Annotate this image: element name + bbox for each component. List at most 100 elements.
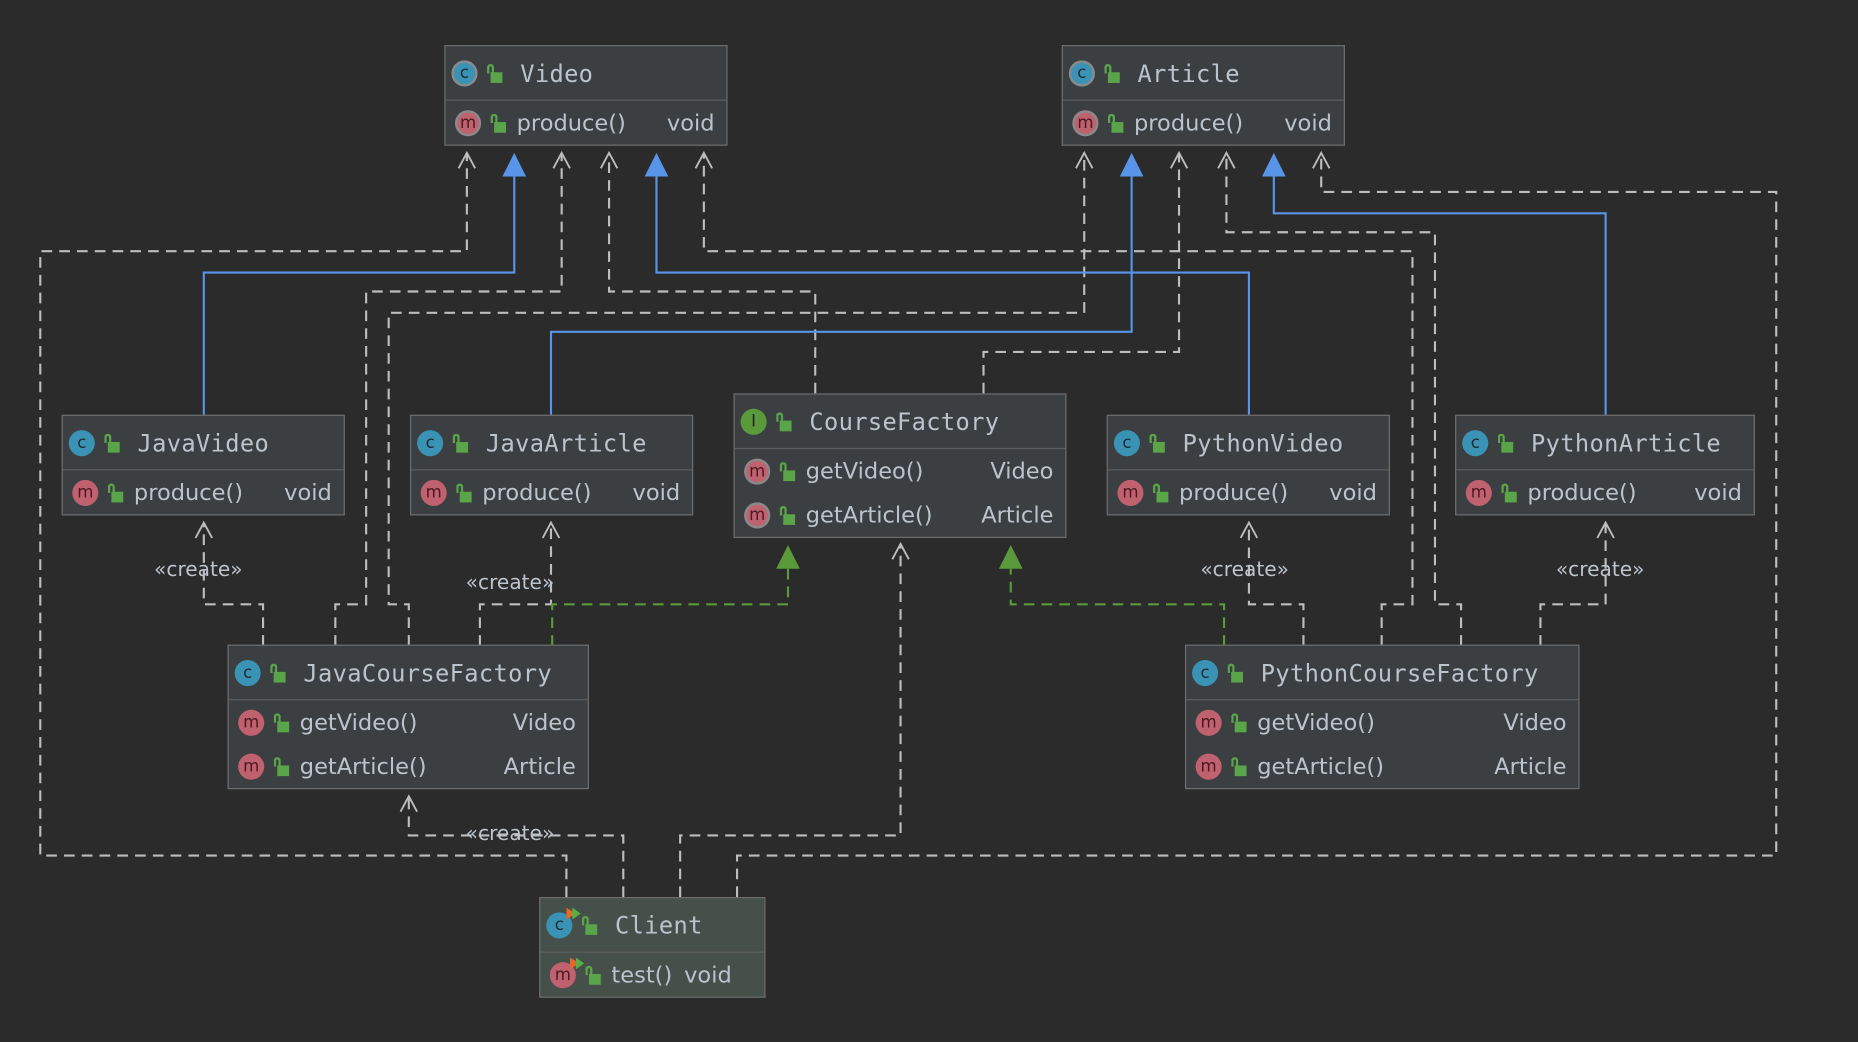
method-return-type: void: [666, 109, 715, 136]
class-node-client[interactable]: c Client m test() void: [539, 897, 766, 998]
arrowhead: [457, 150, 476, 169]
method-name: getArticle(): [299, 753, 427, 780]
class-node-javacoursefactory[interactable]: c JavaCourseFactory m getVideo() Video m…: [227, 644, 589, 790]
method-name: produce(): [516, 109, 626, 136]
public-lock-icon: [1497, 433, 1515, 453]
abstract-class-icon: c: [1068, 59, 1095, 86]
method-row[interactable]: m test() void: [540, 953, 764, 997]
class-node-javavideo[interactable]: c JavaVideo m produce() void: [61, 414, 345, 516]
class-header: c Article: [1062, 46, 1344, 101]
class-icon: c: [1113, 429, 1140, 456]
public-lock-icon: [456, 482, 473, 502]
method-row[interactable]: m produce() void: [1063, 101, 1344, 145]
class-node-article[interactable]: c Article m produce() void: [1061, 45, 1345, 146]
class-header: c PythonVideo: [1107, 416, 1389, 471]
interface-node-coursefactory[interactable]: I CourseFactory m getVideo() Video m get…: [733, 393, 1067, 538]
method-row[interactable]: m getVideo() Video: [735, 449, 1066, 493]
public-lock-icon: [1104, 63, 1121, 83]
inheritance-arrowhead: [1119, 152, 1144, 177]
method-row[interactable]: m produce() void: [446, 101, 727, 145]
class-name: CourseFactory: [809, 407, 1000, 436]
runnable-class-icon: c: [546, 907, 581, 938]
public-lock-icon: [1231, 712, 1248, 732]
class-header: c Video: [445, 46, 727, 101]
arrowhead: [552, 150, 571, 169]
method-row[interactable]: m getArticle() Article: [1186, 744, 1578, 788]
method-row[interactable]: m getArticle() Article: [229, 744, 588, 788]
class-name: JavaArticle: [485, 428, 647, 457]
public-lock-icon: [585, 965, 602, 985]
method-name: getVideo(): [299, 709, 418, 736]
method-row[interactable]: m produce() void: [411, 470, 692, 514]
class-header: c PythonCourseFactory: [1186, 646, 1579, 701]
method-name: produce(): [482, 479, 592, 506]
method-row[interactable]: m getVideo() Video: [1186, 700, 1578, 744]
class-header: c JavaCourseFactory: [228, 646, 588, 701]
public-lock-icon: [452, 433, 470, 453]
method-return-type: void: [684, 961, 732, 988]
edge-label-create: «create»: [465, 571, 555, 595]
edge-pythonarticle-article: [1272, 175, 1607, 415]
method-icon: m: [238, 709, 265, 736]
public-lock-icon: [779, 461, 797, 481]
edge-label-create: «create»: [1200, 558, 1289, 582]
public-lock-icon: [270, 662, 287, 682]
method-return-type: void: [284, 479, 332, 506]
method-name: produce(): [1133, 109, 1244, 136]
class-header: c JavaVideo: [62, 416, 344, 471]
public-lock-icon: [104, 433, 121, 453]
edge-label-create: «create»: [465, 822, 555, 847]
method-name: test(): [611, 961, 673, 988]
arrowhead: [541, 520, 561, 539]
arrowhead: [194, 520, 213, 539]
inheritance-arrowhead: [502, 152, 527, 177]
class-icon: c: [1192, 659, 1219, 686]
edge-pcf-pythonvideo: [1247, 523, 1305, 646]
class-node-pythonvideo[interactable]: c PythonVideo m produce() void: [1106, 414, 1390, 516]
class-node-pythonarticle[interactable]: c PythonArticle m produce() void: [1455, 414, 1755, 516]
abstract-method-icon: m: [744, 457, 771, 485]
method-row[interactable]: m getVideo() Video: [229, 700, 588, 744]
edge-client-coursefactory: [679, 545, 902, 898]
method-icon: m: [72, 479, 99, 506]
public-lock-icon: [1107, 113, 1125, 133]
class-name: PythonArticle: [1530, 428, 1722, 457]
public-lock-icon: [107, 482, 125, 502]
method-return-type: Article: [981, 501, 1054, 528]
public-lock-icon: [1152, 482, 1170, 502]
method-return-type: void: [1329, 479, 1377, 506]
arrowhead: [1312, 150, 1331, 169]
class-icon: c: [417, 429, 444, 456]
arrowhead: [1239, 520, 1259, 539]
method-name: getVideo(): [805, 457, 924, 485]
method-return-type: Video: [1503, 709, 1567, 736]
class-node-pythoncoursefactory[interactable]: c PythonCourseFactory m getVideo() Video…: [1184, 644, 1580, 790]
edge-jcf-article: [387, 154, 1086, 646]
method-icon: m: [420, 479, 447, 506]
method-name: getArticle(): [805, 501, 933, 528]
inheritance-arrowhead: [1261, 152, 1286, 177]
public-lock-icon: [487, 63, 504, 83]
public-lock-icon: [776, 411, 793, 431]
edge-client-javacoursefactory: [407, 797, 625, 898]
realization-arrowhead: [998, 545, 1023, 569]
inheritance-arrowhead: [644, 152, 669, 177]
method-row[interactable]: m getArticle() Article: [735, 493, 1066, 537]
method-icon: m: [1195, 753, 1222, 780]
class-name: Article: [1137, 58, 1240, 88]
class-node-javaarticle[interactable]: c JavaArticle m produce() void: [409, 414, 694, 516]
class-header: c PythonArticle: [1456, 416, 1754, 471]
edge-pcf-pythonarticle: [1539, 523, 1607, 646]
class-name: Client: [614, 910, 703, 940]
method-row[interactable]: m produce() void: [63, 470, 344, 514]
method-return-type: Article: [503, 753, 576, 780]
public-lock-icon: [1149, 433, 1166, 453]
method-name: getArticle(): [1257, 753, 1385, 780]
edge-javavideo-video: [202, 175, 516, 415]
method-row[interactable]: m produce() void: [1456, 470, 1753, 514]
public-lock-icon: [273, 712, 291, 732]
class-node-video[interactable]: c Video m produce() void: [444, 45, 728, 146]
method-return-type: void: [632, 479, 681, 506]
method-row[interactable]: m produce() void: [1108, 470, 1389, 514]
